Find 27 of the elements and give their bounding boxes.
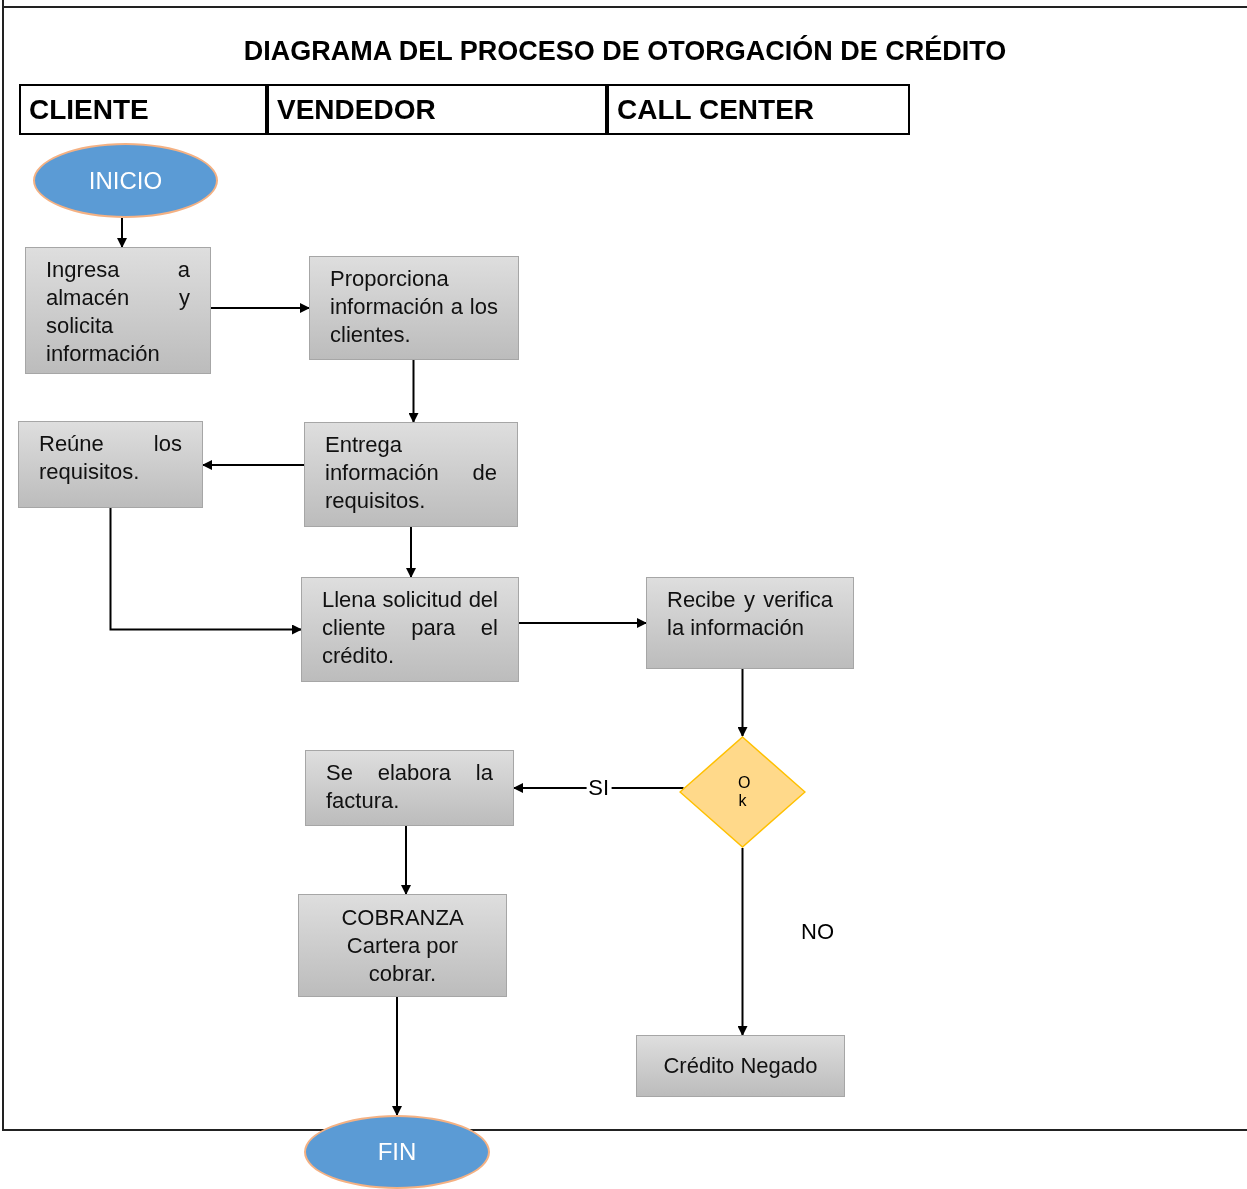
arrow	[401, 825, 411, 895]
process-box: Proporciona información a los clientes.	[309, 256, 519, 360]
terminal-ellipse: INICIO	[33, 143, 218, 218]
diagram-title: DIAGRAMA DEL PROCESO DE OTORGACIÓN DE CRÉDITO	[242, 34, 1008, 68]
process-box: Reúne los requisitos.	[18, 421, 203, 508]
arrow	[408, 359, 419, 423]
process-box: COBRANZA Cartera por cobrar.	[298, 894, 507, 997]
terminal-ellipse: FIN	[304, 1115, 490, 1189]
arrow	[513, 783, 685, 793]
process-box: Crédito Negado	[636, 1035, 845, 1097]
arrow	[117, 216, 127, 248]
process-box: Recibe y verifica la información	[646, 577, 854, 669]
arrow	[737, 668, 748, 737]
arrow	[737, 847, 748, 1036]
arrow	[210, 303, 310, 313]
process-box: Entrega información de requisitos.	[304, 422, 518, 527]
arrow	[406, 526, 416, 578]
lane-header: CALL CENTER	[607, 84, 910, 135]
process-box: Llena solicitud del cliente para el crédito.	[301, 577, 519, 682]
process-box: Se elabora la factura.	[305, 750, 514, 826]
arrow	[109, 507, 302, 635]
arrow	[202, 460, 305, 470]
arrow	[392, 996, 402, 1116]
lane-header: VENDEDOR	[267, 84, 607, 135]
lane-header: CLIENTE	[19, 84, 267, 135]
process-box: Ingresa a almacén y solicita información	[25, 247, 211, 374]
arrow	[518, 618, 647, 628]
